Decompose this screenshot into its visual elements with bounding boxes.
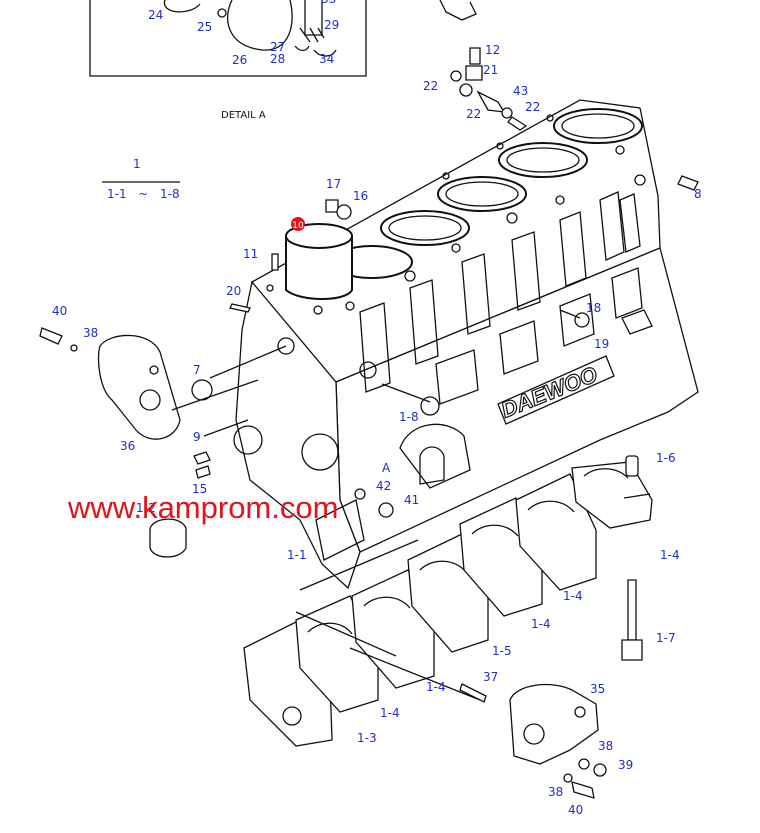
callout-label: 39 [618,758,633,772]
callout-label: 37 [483,670,498,684]
callout-label: 11 [243,247,258,261]
callout-label: 22 [466,107,481,121]
callout-label: 34 [319,52,334,66]
part-10-marker: 10 [291,217,305,231]
callout-label: 1-4 [380,706,400,720]
left-parts [39,199,653,703]
callout-label: 38 [548,785,563,799]
callout-label: 33 [321,0,336,6]
callout-label: 40 [52,304,67,318]
assembly-range-end: 1-8 [160,187,180,201]
top-fittings [439,0,699,191]
section-letter: A [382,461,391,475]
callout-label: 41 [404,493,419,507]
callout-label: 1-3 [357,731,377,745]
leader-lines [102,181,651,701]
callout-label: 36 [120,439,135,453]
detail-caption: DETAIL A [221,110,266,121]
callout-label: 22 [525,100,540,114]
assembly-label: 1 [133,157,141,171]
callout-label: 40 [568,803,583,817]
callout-label: 27 [270,40,285,54]
callout-label: 9 [193,430,201,444]
callout-label: 24 [148,8,163,22]
callout-label: 19 [594,337,609,351]
callout-label: 20 [226,284,241,298]
callout-label: 17 [326,177,341,191]
callout-label: 7 [193,363,201,377]
callout-label: 26 [232,53,247,67]
callout-label: 1-2 [136,501,156,515]
callout-label: 1-8 [399,410,419,424]
part-callouts: 24 25 26 27 28 29 34 12 21 22 43 22 22 1… [52,0,702,817]
watermark: www.kamprom.com [67,490,338,525]
callout-label: 22 [423,79,438,93]
callout-label: 1-6 [656,451,676,465]
callout-label: 8 [694,187,702,201]
callout-label: 1-4 [531,617,551,631]
callout-label: 18 [586,301,601,315]
callout-label: 12 [485,43,500,57]
callout-label: 1-4 [660,548,680,562]
callout-label: 1-5 [492,644,512,658]
callout-label: 1-4 [426,680,446,694]
callout-label: 25 [197,20,212,34]
detail-a-inset [89,0,367,77]
callout-label: 43 [513,84,528,98]
assembly-range-start: 1-1 [107,187,127,201]
callout-label: 21 [483,63,498,77]
engine-block: DAEWOO A [233,99,699,590]
callout-label: 38 [83,326,98,340]
callout-label: 35 [590,682,605,696]
marker-text: 10 [292,221,304,231]
callout-label: 42 [376,479,391,493]
callout-label: 1-1 [287,548,307,562]
main-bearing-caps [243,455,653,747]
callout-label: 1-4 [563,589,583,603]
assembly-range-sep: ~ [138,187,148,201]
callout-label: 38 [598,739,613,753]
callout-label: 15 [192,482,207,496]
callout-label: 16 [353,189,368,203]
callout-label: 28 [270,52,285,66]
callout-label: 29 [324,18,339,32]
bracket-35 [509,683,607,799]
callout-label: 1-7 [656,631,676,645]
